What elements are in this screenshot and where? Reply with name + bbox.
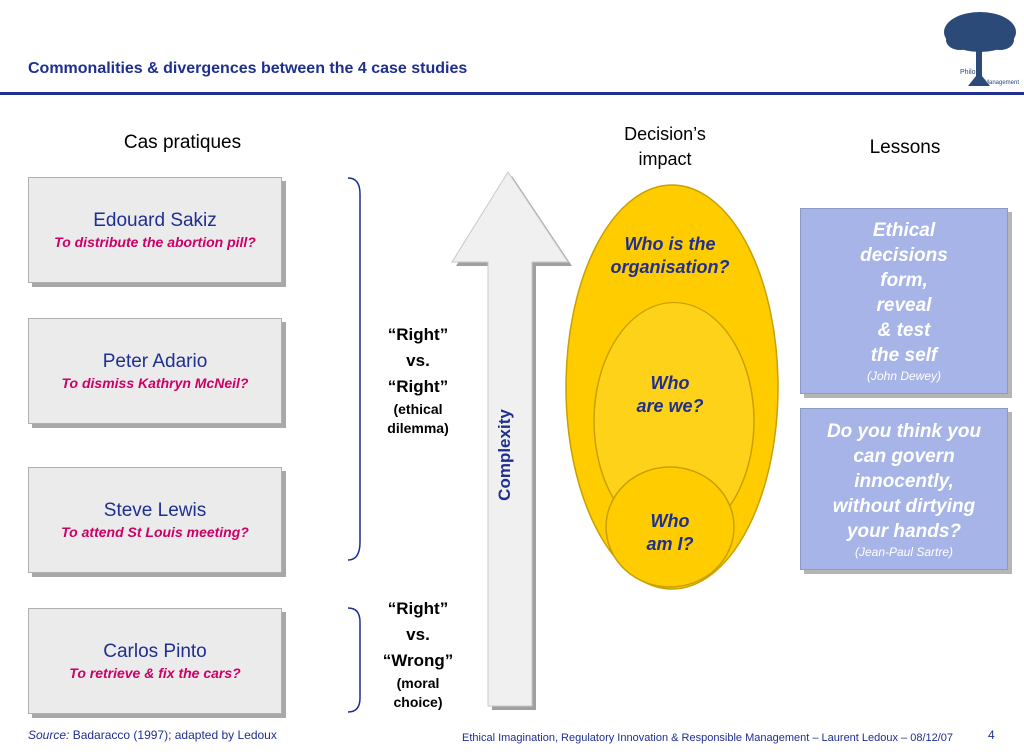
moral-line2: vs. — [406, 625, 430, 644]
lesson-line: without dirtying — [832, 495, 976, 517]
complexity-arrow — [451, 171, 572, 710]
cases-header: Cas pratiques — [123, 132, 242, 153]
tree-icon: Philo Management — [944, 12, 1019, 86]
logo-text-2: Management — [984, 80, 1019, 86]
case-question: To distribute the abortion pill? — [54, 234, 256, 250]
oval-inner-text: Who am I? — [610, 510, 730, 556]
lesson-attribution: (Jean-Paul Sartre) — [854, 544, 954, 559]
impact-header: Decision’s impact — [590, 122, 740, 172]
complexity-label: Complexity — [495, 409, 514, 501]
dilemma-line1: “Right” — [387, 325, 449, 344]
lesson-line: Ethical — [872, 220, 936, 241]
lesson-attribution: (John Dewey) — [866, 369, 942, 383]
lesson-line: can govern — [853, 445, 955, 467]
footer-credit: Ethical Imagination, Regulatory Innovati… — [462, 732, 954, 744]
impact-ovals — [565, 184, 779, 590]
case-question: To attend St Louis meeting? — [61, 524, 249, 540]
impact-header-line2: impact — [638, 149, 692, 169]
case-box-pinto: Carlos Pinto To retrieve & fix the cars? — [28, 608, 282, 714]
case-box-adario: Peter Adario To dismiss Kathryn McNeil? — [28, 318, 282, 424]
dilemma-note1: (ethical — [393, 401, 443, 417]
case-box-lewis: Steve Lewis To attend St Louis meeting? — [28, 467, 282, 573]
moral-note2: choice) — [393, 694, 443, 710]
slide-title: Commonalities & divergences between the … — [28, 60, 468, 77]
source-note: Source: Badaracco (1997); adapted by Led… — [28, 728, 277, 742]
dilemma-label: “Right” vs. “Right” (ethical dilemma) — [362, 322, 474, 438]
source-label: Source: — [28, 728, 70, 742]
lesson-line: form, — [880, 270, 928, 291]
case-name: Steve Lewis — [103, 500, 207, 521]
case-question: To dismiss Kathryn McNeil? — [61, 375, 249, 391]
oval-middle-line2: are we? — [636, 396, 704, 416]
oval-outer-text: Who is the organisation? — [585, 233, 755, 279]
case-name: Peter Adario — [102, 351, 208, 372]
moral-label: “Right” vs. “Wrong” (moral choice) — [362, 596, 474, 712]
lesson-line: the self — [870, 345, 938, 366]
tree-logo: Philo Management — [938, 6, 1022, 90]
lesson-line: reveal — [876, 295, 932, 316]
case-question: To retrieve & fix the cars? — [69, 665, 241, 681]
oval-inner-line2: am I? — [646, 534, 694, 554]
case-name: Edouard Sakiz — [93, 210, 217, 231]
lessons-header: Lessons — [869, 137, 941, 158]
oval-outer-line2: organisation? — [610, 257, 730, 277]
dilemma-line2: vs. — [406, 351, 430, 370]
lesson-line: your hands? — [846, 520, 961, 542]
case-name: Carlos Pinto — [103, 641, 207, 662]
title-rule — [0, 92, 1024, 95]
lesson-box-dewey: Ethical decisions form, reveal & test th… — [800, 208, 1008, 394]
impact-header-line1: Decision’s — [624, 124, 706, 144]
lesson-line: innocently, — [854, 470, 954, 492]
lesson-line: decisions — [860, 245, 948, 266]
brackets — [347, 177, 361, 713]
bracket-lower — [347, 607, 361, 713]
oval-middle-text: Who are we? — [600, 372, 740, 418]
page-number: 4 — [988, 728, 995, 742]
bracket-upper — [347, 177, 361, 561]
source-text: Badaracco (1997); adapted by Ledoux — [69, 728, 277, 742]
lesson-line: & test — [877, 320, 931, 341]
lesson-line: Do you think you — [826, 420, 982, 442]
lesson-box-sartre: Do you think you can govern innocently, … — [800, 408, 1008, 570]
oval-inner-line1: Who — [650, 511, 690, 531]
moral-note1: (moral — [396, 675, 440, 691]
dilemma-line3: “Right” — [387, 377, 449, 396]
dilemma-note2: dilemma) — [387, 420, 449, 436]
oval-self — [605, 466, 735, 588]
oval-outer-line1: Who is the — [624, 234, 716, 254]
moral-line3: “Wrong” — [382, 651, 454, 670]
case-box-sakiz: Edouard Sakiz To distribute the abortion… — [28, 177, 282, 283]
oval-middle-line1: Who — [650, 373, 690, 393]
logo-text-1: Philo — [960, 69, 976, 76]
moral-line1: “Right” — [387, 599, 449, 618]
